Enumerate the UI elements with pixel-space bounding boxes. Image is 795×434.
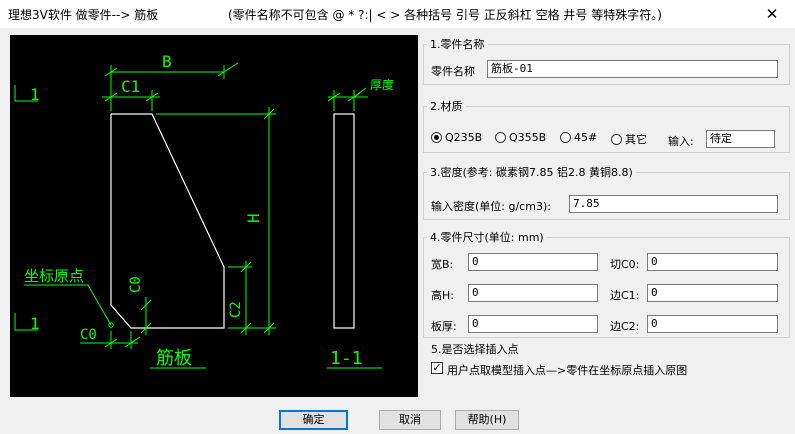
density-input[interactable]: 7.85 [569, 195, 778, 213]
label-section: 1-1 [330, 348, 363, 369]
group-part-name: 1.零件名称 [423, 36, 790, 85]
close-button[interactable]: ✕ [749, 0, 795, 28]
group-part-name-legend: 1.零件名称 [430, 38, 485, 51]
cut-c0-input[interactable]: 0 [647, 253, 778, 271]
ok-button[interactable]: 确定 [279, 410, 348, 430]
label-c1: C1 [121, 77, 140, 96]
thickness-label: 板厚: [431, 320, 457, 333]
radio-unchecked-icon [611, 133, 622, 145]
label-c0-bottom: C0 [80, 327, 97, 343]
close-icon: ✕ [765, 5, 779, 23]
label-section-1-bottom: 1 [30, 314, 40, 333]
material-radio-q235b[interactable]: Q235B [431, 131, 482, 144]
group-size: 4.零件尺寸(单位: mm) [423, 229, 790, 338]
group-density-legend: 3.密度(参考: 碳素钢7.85 铝2.8 黄铜8.8) [430, 166, 633, 179]
radio-unchecked-icon [560, 132, 571, 143]
cut-c0-label: 切C0: [610, 258, 640, 271]
group-insert-legend: 5.是否选择插入点 [431, 343, 519, 356]
section-marker-bottom [14, 313, 38, 331]
group-material: 2.材质 [423, 98, 790, 153]
label-origin: 坐标原点 [24, 267, 84, 285]
cancel-button[interactable]: 取消 [379, 410, 441, 430]
drawing-canvas: B C1 1 1 厚度 H C0 C2 坐标原点 C0 筋板 1-1 [10, 35, 418, 397]
origin-leader-line [24, 284, 112, 326]
density-label: 输入密度(单位: g/cm3): [431, 200, 551, 213]
rib-plate-outline [110, 113, 225, 329]
material-input[interactable]: 待定 [706, 130, 775, 148]
checkmark-icon: ✓ [432, 361, 442, 374]
width-label: 宽B: [431, 258, 454, 271]
insert-point-checkbox[interactable]: ✓ [431, 362, 443, 374]
group-density: 3.密度(参考: 碳素钢7.85 铝2.8 黄铜8.8) [423, 164, 790, 220]
thickness-input[interactable]: 0 [468, 315, 598, 333]
label-c0-vertical: C0 [128, 276, 144, 293]
material-radio-45[interactable]: 45# [560, 131, 597, 144]
material-radio-other[interactable]: 其它 [611, 131, 647, 147]
title-bar: 理想3V软件 做零件--> 筋板 (零件名称不可包含 @ * ?:| < > 各… [0, 0, 795, 28]
label-h: H [244, 213, 263, 223]
radio-checked-icon [431, 132, 442, 143]
radio-unchecked-icon [495, 132, 506, 143]
label-section-1-top: 1 [30, 85, 40, 104]
part-name-label: 零件名称 [431, 65, 475, 78]
section-view-outline [333, 113, 355, 329]
edge-c2-input[interactable]: 0 [647, 315, 778, 333]
label-thickness: 厚度 [370, 77, 394, 92]
edge-c1-input[interactable]: 0 [647, 284, 778, 302]
height-input[interactable]: 0 [468, 284, 598, 302]
window-title: 理想3V软件 做零件--> 筋板 [8, 8, 159, 22]
insert-point-label: 用户点取模型插入点—>零件在坐标原点插入原图 [447, 364, 688, 377]
part-name-input[interactable]: 筋板-01 [487, 60, 778, 78]
height-label: 高H: [431, 289, 454, 302]
label-b: B [162, 52, 172, 71]
section-marker-top [14, 85, 38, 102]
rib-plate-diagram: B C1 1 1 厚度 H C0 C2 坐标原点 C0 筋板 1-1 [14, 52, 394, 369]
material-radio-q355b[interactable]: Q355B [495, 131, 546, 144]
name-restriction-hint: (零件名称不可包含 @ * ?:| < > 各种括号 引号 正反斜杠 空格 井号… [228, 8, 662, 22]
edge-c1-label: 边C1: [610, 289, 640, 302]
material-input-label: 输入: [668, 135, 694, 148]
width-input[interactable]: 0 [468, 253, 598, 271]
edge-c2-label: 边C2: [610, 320, 640, 333]
help-button[interactable]: 帮助(H) [455, 410, 519, 430]
label-part: 筋板 [156, 348, 192, 369]
label-c2: C2 [228, 301, 244, 318]
group-material-legend: 2.材质 [430, 100, 463, 113]
origin-point [108, 322, 114, 328]
group-size-legend: 4.零件尺寸(单位: mm) [430, 231, 544, 244]
